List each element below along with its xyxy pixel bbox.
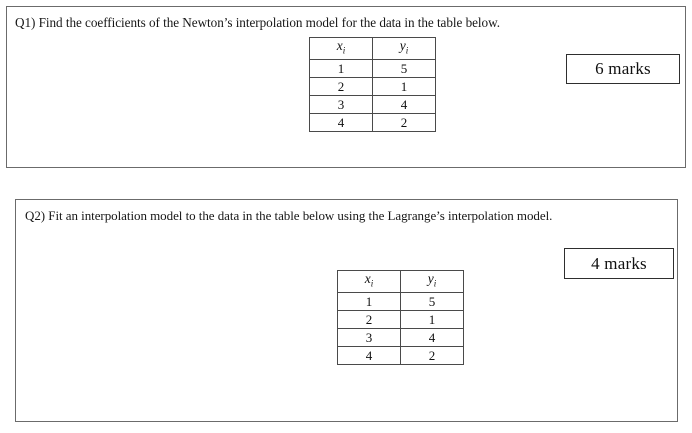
table-row: 4 2 xyxy=(309,112,436,132)
cell-y: 5 xyxy=(400,291,464,311)
table-row: 3 4 xyxy=(309,94,436,114)
question-text-q2: Q2) Fit an interpolation model to the da… xyxy=(25,208,553,223)
cell-y: 2 xyxy=(400,345,464,365)
table-row: 2 1 xyxy=(337,309,464,329)
cell-x: 2 xyxy=(337,309,401,329)
cell-y: 2 xyxy=(372,112,436,132)
cell-y: 1 xyxy=(372,76,436,96)
table-row: 3 4 xyxy=(337,327,464,347)
cell-x: 3 xyxy=(337,327,401,347)
data-table-q2: xi yi 1 5 2 1 3 4 4 2 xyxy=(337,270,464,365)
column-header-x: xi xyxy=(309,37,373,60)
cell-x: 1 xyxy=(337,291,401,311)
question-box-q1: Q1) Find the coefficients of the Newton’… xyxy=(6,6,686,168)
table-row: 1 5 xyxy=(309,58,436,78)
cell-y: 5 xyxy=(372,58,436,78)
cell-x: 3 xyxy=(309,94,373,114)
marks-badge-q1: 6 marks xyxy=(566,54,680,84)
data-table-q1: xi yi 1 5 2 1 3 4 4 2 xyxy=(309,37,436,132)
cell-y: 4 xyxy=(372,94,436,114)
question-box-q2: Q2) Fit an interpolation model to the da… xyxy=(15,199,678,422)
column-header-x: xi xyxy=(337,270,401,293)
cell-x: 4 xyxy=(337,345,401,365)
column-header-y: yi xyxy=(400,270,464,293)
marks-badge-q2: 4 marks xyxy=(564,248,674,279)
cell-x: 1 xyxy=(309,58,373,78)
table-header-row: xi yi xyxy=(337,270,464,293)
cell-y: 1 xyxy=(400,309,464,329)
table-row: 4 2 xyxy=(337,345,464,365)
cell-x: 4 xyxy=(309,112,373,132)
column-header-y: yi xyxy=(372,37,436,60)
question-text-q1: Q1) Find the coefficients of the Newton’… xyxy=(15,15,500,30)
cell-x: 2 xyxy=(309,76,373,96)
table-row: 2 1 xyxy=(309,76,436,96)
cell-y: 4 xyxy=(400,327,464,347)
table-header-row: xi yi xyxy=(309,37,436,60)
table-row: 1 5 xyxy=(337,291,464,311)
